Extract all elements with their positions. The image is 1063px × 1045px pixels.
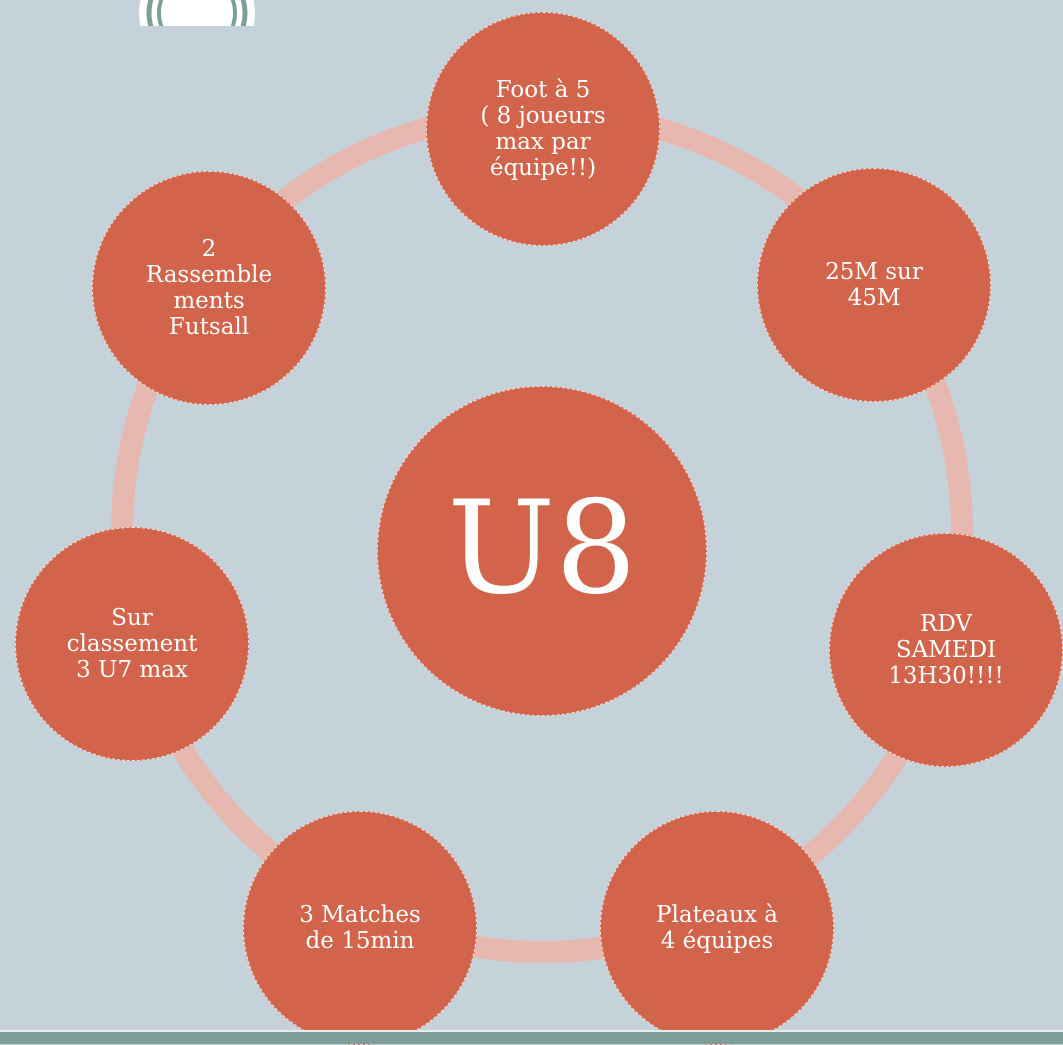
center-label: U8 (447, 474, 637, 623)
node-label-terrain: 25M sur 45M (825, 259, 923, 311)
node-rdv: RDV SAMEDI 13H30!!!! (829, 533, 1063, 767)
club-logo (134, 0, 260, 26)
bottom-divider (0, 1030, 1063, 1032)
club-logo-icon (139, 0, 255, 26)
node-terrain: 25M sur 45M (757, 168, 991, 402)
node-label-matches: 3 Matches de 15min (299, 902, 421, 954)
node-surclassement: Sur classement 3 U7 max (15, 527, 249, 761)
center-node: U8 (377, 386, 707, 716)
node-label-surclassement: Sur classement 3 U7 max (66, 605, 198, 683)
node-label-futsal: 2 Rassemble ments Futsall (145, 236, 273, 340)
node-futsal: 2 Rassemble ments Futsall (92, 171, 326, 405)
bottom-bar (0, 1032, 1063, 1044)
node-foot-a-5: Foot à 5 ( 8 joueurs max par équipe!!) (426, 12, 660, 246)
node-label-foot-a-5: Foot à 5 ( 8 joueurs max par équipe!!) (480, 77, 606, 181)
node-matches: 3 Matches de 15min (243, 811, 477, 1045)
node-label-plateaux: Plateaux à 4 équipes (656, 902, 778, 954)
node-label-rdv: RDV SAMEDI 13H30!!!! (888, 611, 1004, 689)
node-plateaux: Plateaux à 4 équipes (600, 811, 834, 1045)
